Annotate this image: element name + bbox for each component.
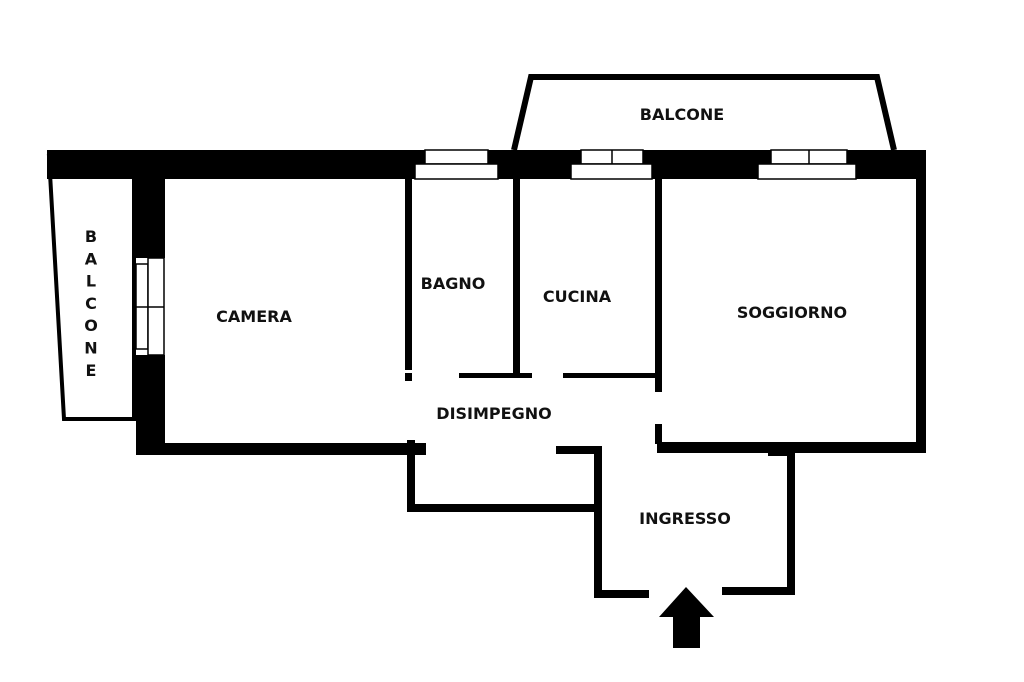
label-balcone-top: BALCONE: [640, 105, 724, 124]
label-balcone-side-letter: A: [85, 249, 98, 268]
label-ingresso: INGRESSO: [639, 509, 731, 528]
wall-soggiorno-bottom: [657, 442, 926, 453]
window-bagno: [414, 149, 499, 180]
wall-camera-bottom: [136, 443, 426, 455]
label-balcone-side-letter: E: [86, 361, 97, 380]
window-cucina: [570, 149, 653, 180]
label-balcone-side-letter: O: [84, 316, 98, 335]
wall-ingresso-right: [787, 448, 795, 595]
wall-recess-bottom: [407, 504, 600, 512]
wall-bagno-cucina: [513, 179, 520, 375]
wall-camera-bagno-stub: [405, 373, 412, 381]
balcony-top: [511, 74, 897, 151]
label-balcone-side-letter: L: [86, 272, 96, 291]
label-cucina: CUCINA: [543, 287, 612, 306]
label-soggiorno: SOGGIORNO: [737, 303, 847, 322]
wall-cucina-bottom: [563, 373, 662, 378]
wall-ingresso-left: [594, 446, 602, 598]
label-camera: CAMERA: [216, 307, 292, 326]
wall-camera-left-lower: [136, 355, 165, 455]
wall-recess-top-stub: [556, 446, 600, 454]
wall-ingresso-top-right: [768, 448, 795, 456]
wall-soggiorno-stub: [655, 424, 662, 444]
window-soggiorno: [757, 149, 857, 180]
wall-ingresso-bottom-left: [594, 590, 649, 598]
wall-ingresso-bottom-right: [722, 587, 795, 595]
wall-recess-left: [407, 440, 415, 512]
label-disimpegno: DISIMPEGNO: [436, 404, 551, 423]
label-balcone-side-letter: N: [84, 339, 97, 358]
wall-camera-left-upper: [136, 150, 165, 258]
window-camera: [135, 257, 165, 356]
label-balcone-side-letter: C: [85, 294, 97, 313]
arrow-up-icon: [659, 587, 714, 648]
wall-bagno-bottom: [459, 373, 532, 378]
wall-soggiorno-right: [916, 150, 926, 453]
label-balcone-side: BALCONE: [84, 227, 98, 380]
wall-cucina-soggiorno: [655, 179, 662, 392]
label-bagno: BAGNO: [421, 274, 486, 293]
wall-camera-bagno: [405, 179, 412, 370]
label-balcone-side-letter: B: [85, 227, 97, 246]
